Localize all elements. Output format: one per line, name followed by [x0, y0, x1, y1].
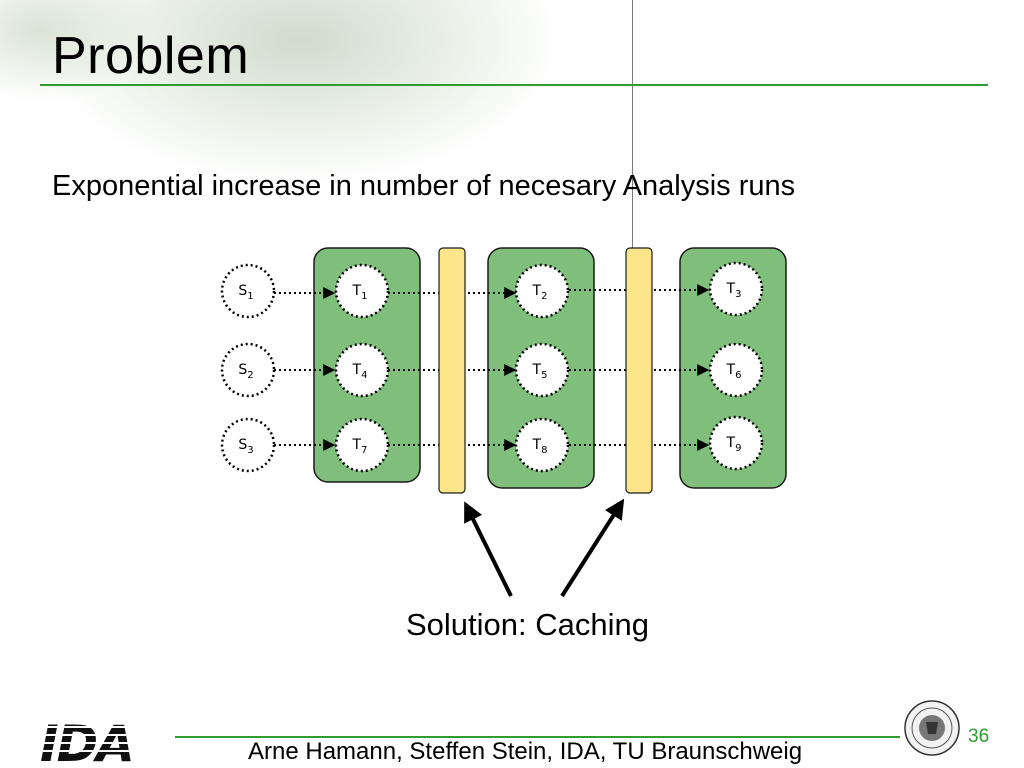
task-node-6	[708, 342, 764, 398]
cache-bar-2	[625, 247, 653, 494]
title-underline	[40, 84, 988, 86]
task-label-3: T3	[726, 281, 742, 300]
slide-subtitle: Exponential increase in number of necesa…	[52, 170, 796, 202]
task-label-2: T2	[532, 283, 548, 302]
source-label-2: S2	[238, 362, 253, 381]
task-node-5	[514, 342, 570, 398]
footer-rule	[175, 736, 900, 738]
task-node-9	[708, 415, 764, 471]
task-label-8: T8	[532, 437, 548, 456]
source-nodes	[220, 263, 276, 473]
task-label-6: T6	[726, 362, 742, 381]
svg-text:IDA: IDA	[40, 715, 133, 768]
source-node-1	[220, 263, 276, 319]
task-node-7	[334, 417, 390, 473]
task-nodes	[334, 261, 764, 473]
university-seal-icon	[904, 700, 960, 756]
connections	[274, 284, 710, 451]
pointer-arrow-left	[464, 501, 513, 597]
decorative-vertical-line	[632, 0, 633, 260]
slide-title: Problem	[52, 27, 250, 85]
source-node-3	[220, 417, 276, 473]
task-node-4	[334, 342, 390, 398]
solution-caption: Solution: Caching	[406, 607, 649, 642]
task-label-1: T1	[352, 283, 368, 302]
task-label-4: T4	[352, 362, 368, 381]
task-node-1	[334, 263, 390, 319]
page-number: 36	[968, 726, 990, 747]
footer-authors: Arne Hamann, Steffen Stein, IDA, TU Brau…	[248, 738, 803, 765]
pointer-arrow-right	[560, 498, 625, 598]
task-node-3	[708, 261, 764, 317]
task-label-7: T7	[352, 437, 368, 456]
task-label-9: T9	[726, 435, 742, 454]
source-label-3: S3	[238, 437, 253, 456]
ida-logo: IDA	[32, 715, 165, 768]
task-node-2	[514, 263, 570, 319]
source-label-1: S1	[238, 283, 253, 302]
cache-bar-1	[438, 247, 466, 494]
source-node-2	[220, 342, 276, 398]
task-node-8	[514, 417, 570, 473]
task-label-5: T5	[532, 362, 548, 381]
